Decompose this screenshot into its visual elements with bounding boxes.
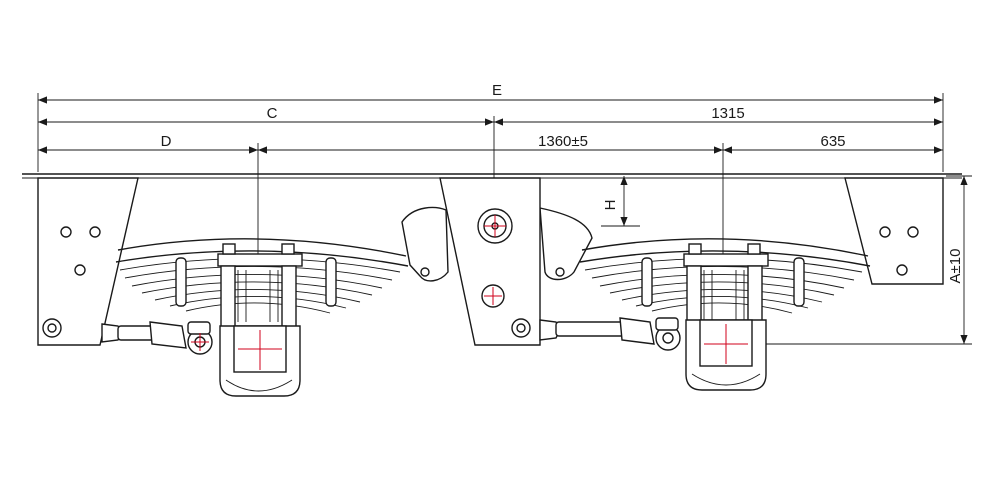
- center-marks: [191, 215, 506, 351]
- dim-1315-label: 1315: [711, 105, 744, 122]
- dim-a-label: A±10: [947, 249, 964, 284]
- center-equalizer-bracket: [401, 206, 593, 282]
- dim-e-label: E: [492, 82, 502, 99]
- center-hanger: [439, 177, 541, 346]
- dim-h-label: H: [602, 200, 619, 211]
- front-axle-assembly: [217, 243, 303, 397]
- rear-axle-assembly: [683, 243, 769, 391]
- dim-1360-label: 1360±5: [538, 133, 588, 150]
- dimension-lines: [37, 93, 972, 345]
- front-leaf-spring: [115, 238, 409, 314]
- front-hanger: [37, 177, 139, 346]
- front-torque-rod: [101, 321, 213, 355]
- dim-d-label: D: [161, 133, 172, 150]
- dim-635-label: 635: [820, 133, 845, 150]
- rear-leaf-spring: [579, 238, 871, 314]
- dimension-labels: E C 1315 D 1360±5 635 H A±10: [161, 82, 964, 283]
- dim-c-label: C: [267, 105, 278, 122]
- rear-torque-rod: [539, 317, 681, 351]
- rear-hanger: [844, 177, 944, 285]
